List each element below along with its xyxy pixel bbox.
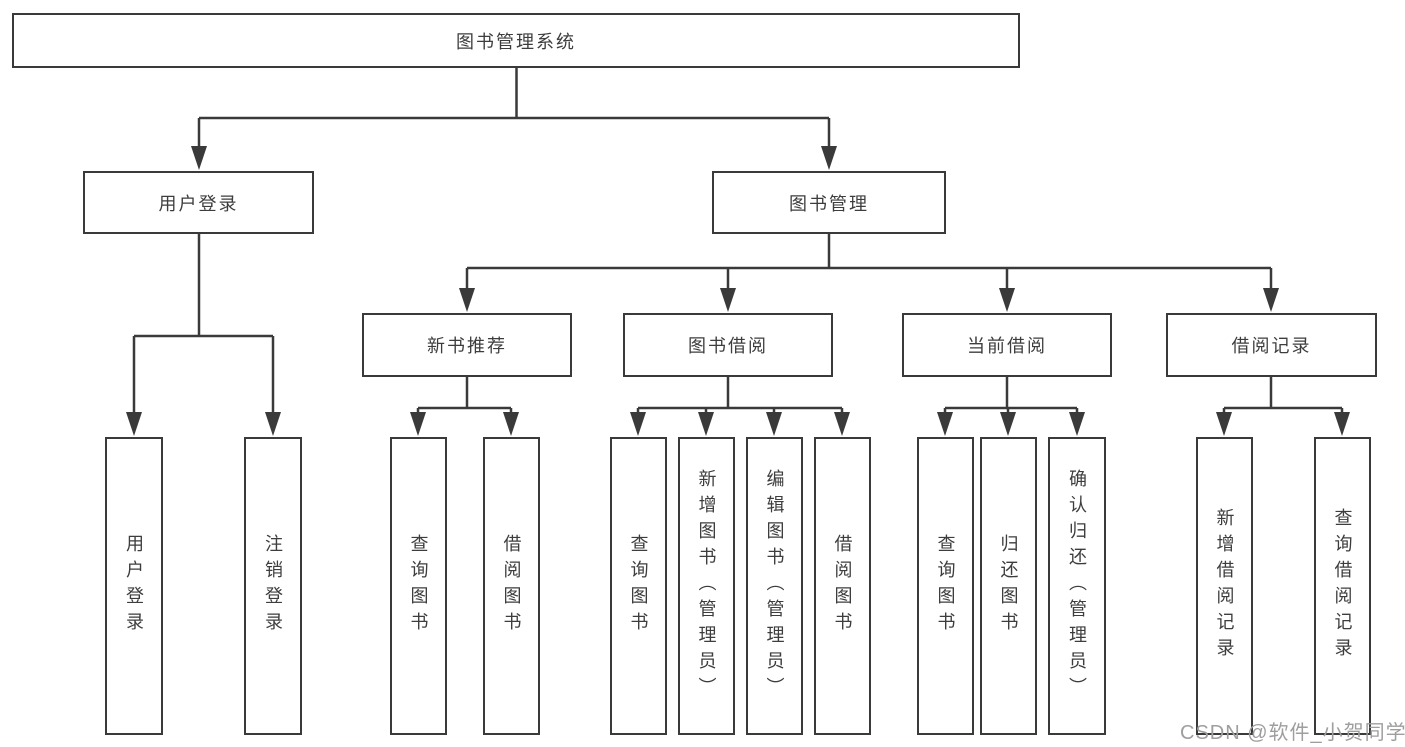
leaf-edit-book-admin: 编辑图书（管理员） bbox=[746, 437, 803, 735]
leaf-confirm-return-admin: 确认归还（管理员） bbox=[1048, 437, 1106, 735]
node-book-management-branch: 图书管理 bbox=[712, 171, 946, 234]
leaf-add-borrow-record: 新增借阅记录 bbox=[1196, 437, 1253, 735]
node-root-system: 图书管理系统 bbox=[12, 13, 1020, 68]
leaf-user-login: 用户登录 bbox=[105, 437, 163, 735]
node-book-borrow: 图书借阅 bbox=[623, 313, 833, 377]
leaf-logout: 注销登录 bbox=[244, 437, 302, 735]
csdn-watermark: CSDN @软件_小贺同学 bbox=[1180, 722, 1405, 744]
node-borrow-record: 借阅记录 bbox=[1166, 313, 1377, 377]
node-current-borrow: 当前借阅 bbox=[902, 313, 1112, 377]
leaf-borrow-book: 借阅图书 bbox=[814, 437, 871, 735]
node-user-login-branch: 用户登录 bbox=[83, 171, 314, 234]
leaf-recommend-borrow-book: 借阅图书 bbox=[483, 437, 540, 735]
leaf-query-borrow-record: 查询借阅记录 bbox=[1314, 437, 1371, 735]
leaf-recommend-query-book: 查询图书 bbox=[390, 437, 447, 735]
leaf-borrow-query-book: 查询图书 bbox=[610, 437, 667, 735]
leaf-add-book-admin: 新增图书（管理员） bbox=[678, 437, 735, 735]
leaf-return-book: 归还图书 bbox=[980, 437, 1037, 735]
leaf-current-query-book: 查询图书 bbox=[917, 437, 974, 735]
node-new-book-recommend: 新书推荐 bbox=[362, 313, 572, 377]
